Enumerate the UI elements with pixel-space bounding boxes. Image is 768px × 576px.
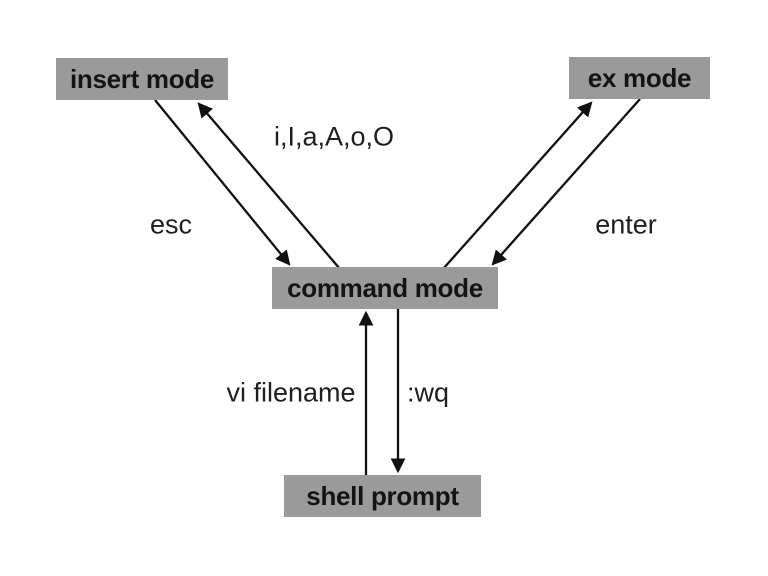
edge-label-esc: esc xyxy=(149,209,193,240)
node-ex-mode: ex mode xyxy=(569,57,710,99)
edge-label-wq: :wq xyxy=(406,377,450,408)
arrow-command-to-ex xyxy=(442,101,593,270)
node-insert-mode: insert mode xyxy=(56,58,228,100)
edge-label-enter: enter xyxy=(595,209,657,240)
edge-label-vi-filename: vi filename xyxy=(226,377,356,408)
node-shell-prompt: shell prompt xyxy=(284,475,481,517)
arrow-ex-to-command xyxy=(491,98,641,266)
arrow-command-to-insert xyxy=(197,102,341,270)
arrow-insert-to-command xyxy=(154,99,291,266)
edge-label-insert-keys: i,I,a,A,o,O xyxy=(273,121,395,152)
node-command-mode: command mode xyxy=(272,267,498,309)
